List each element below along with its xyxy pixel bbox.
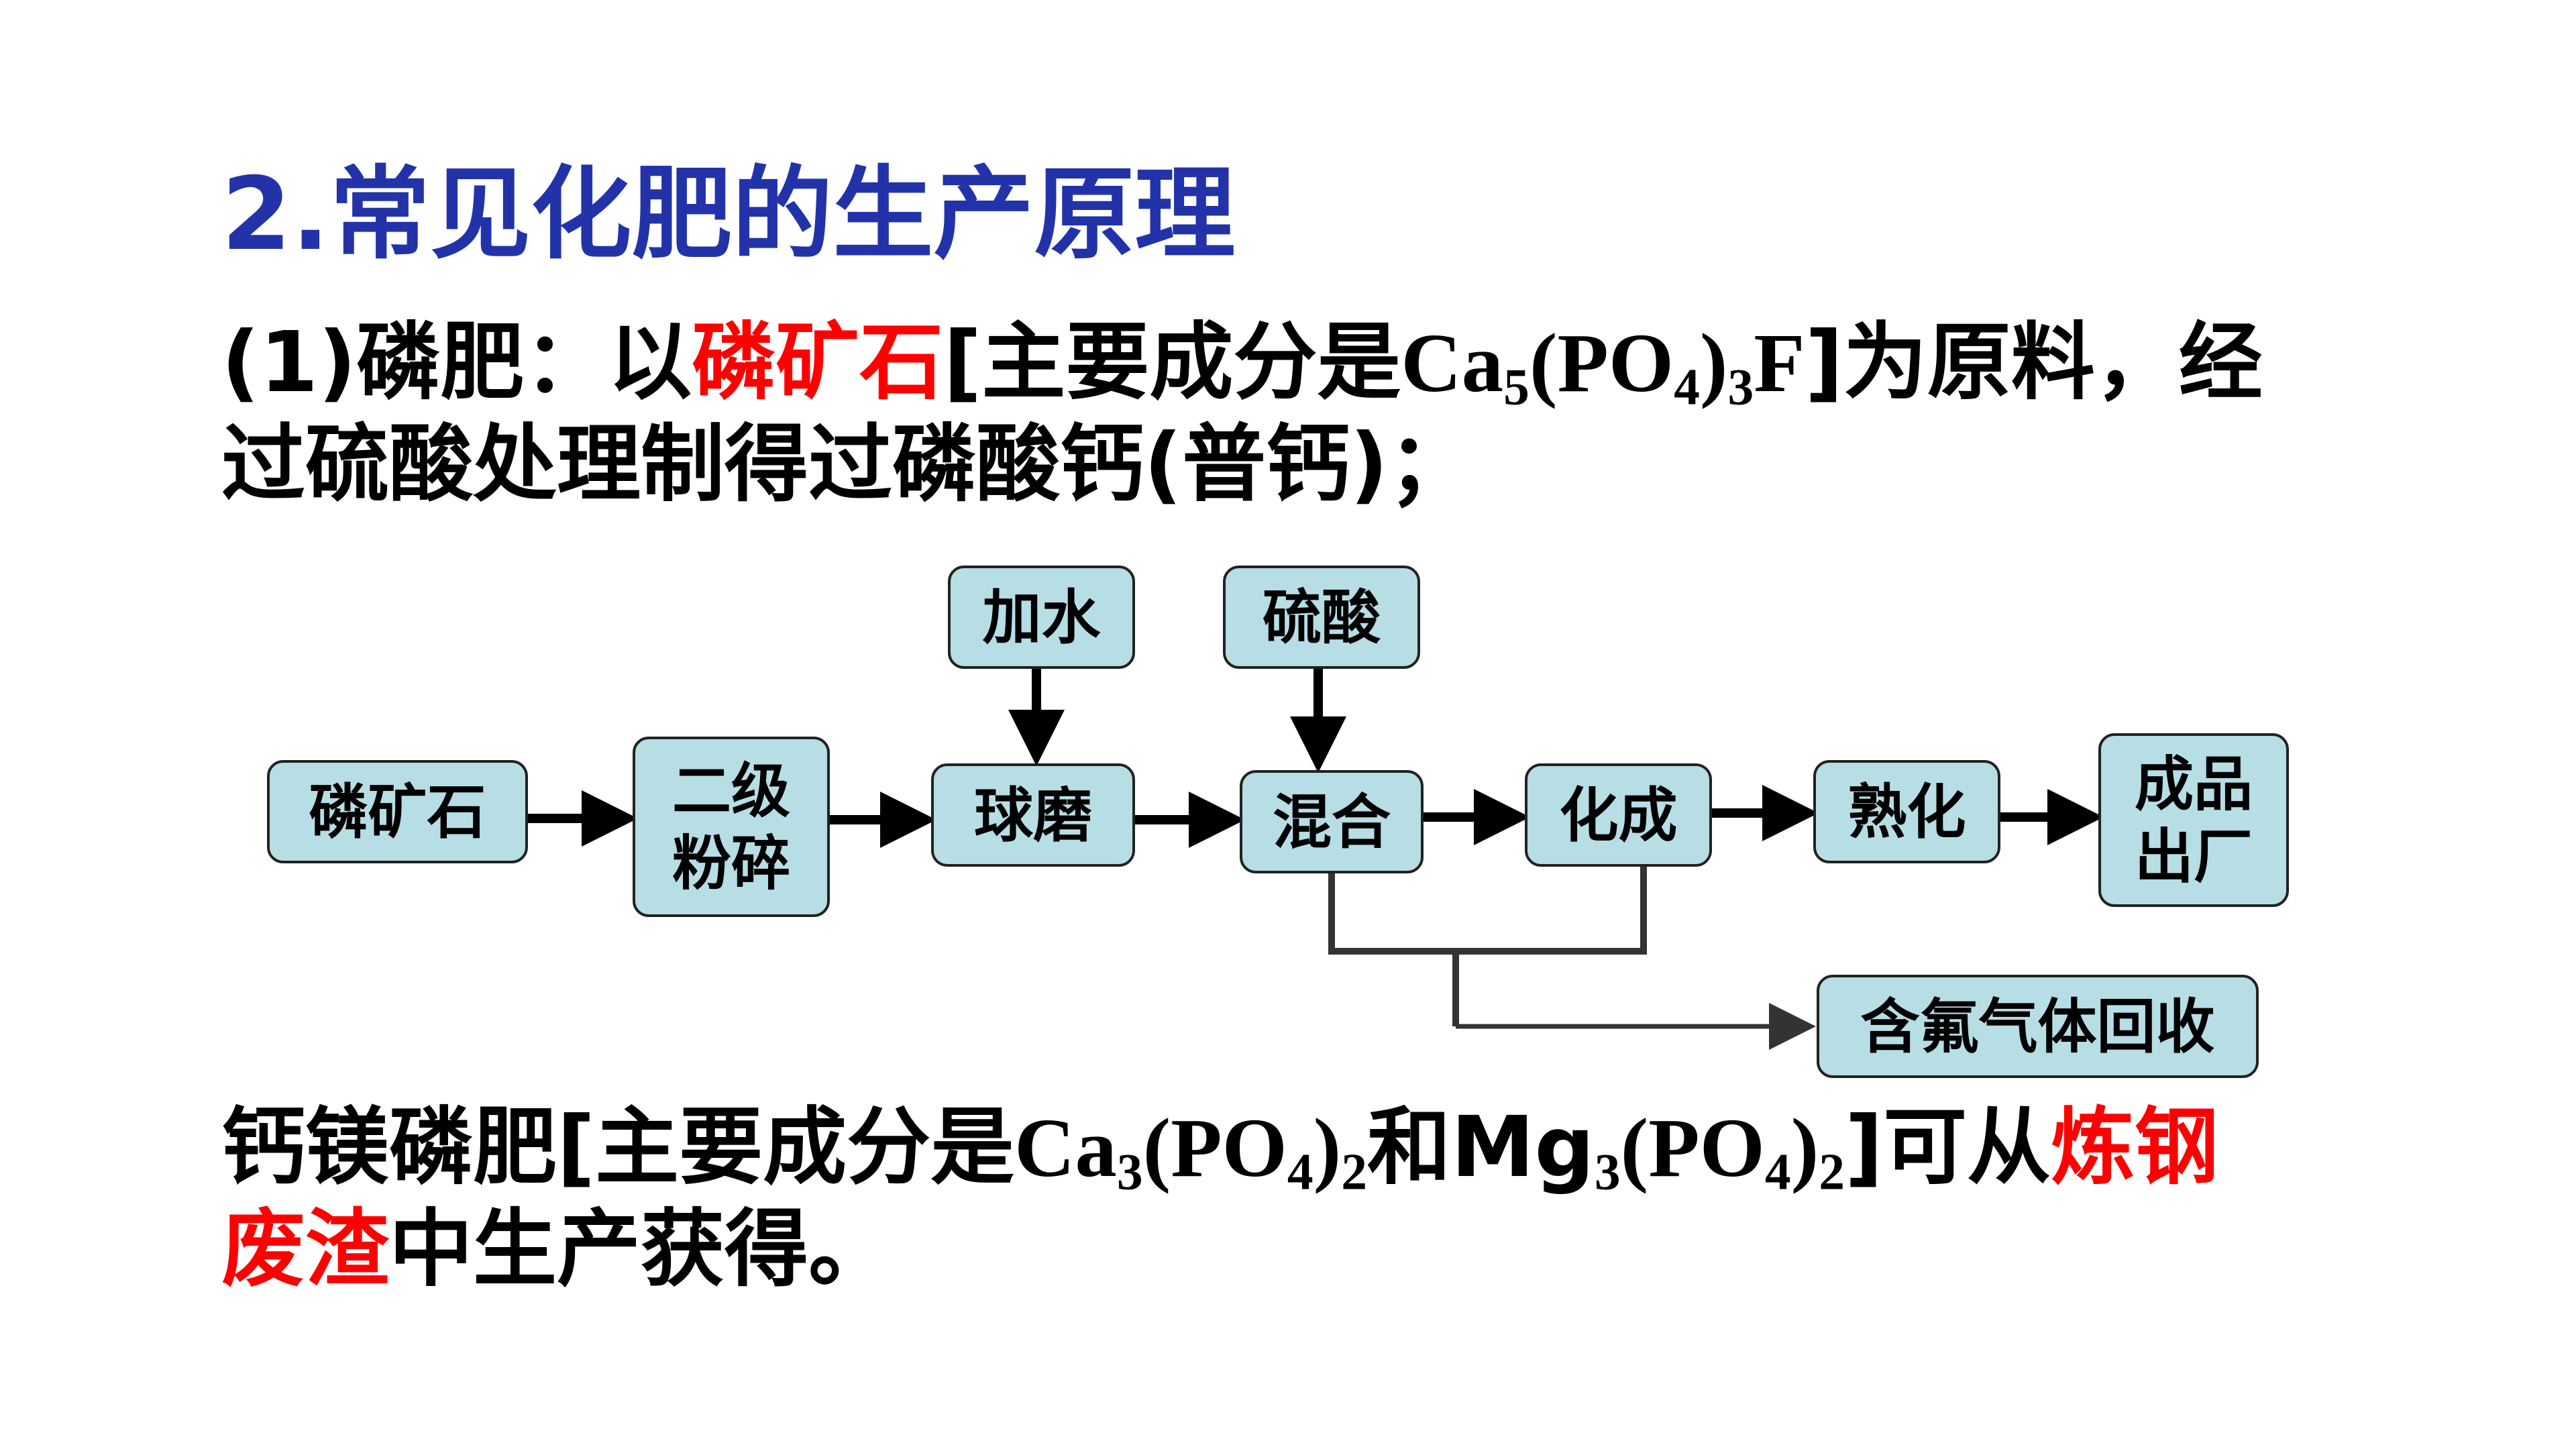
- formula-po: (PO: [1620, 1102, 1765, 1195]
- flow-node-label: 粉碎: [672, 829, 790, 898]
- flow-node-label: 出厂: [2135, 822, 2253, 892]
- phosphate-paragraph-line2: 过硫酸处理制得过磷酸钙(普钙)；: [221, 416, 1472, 513]
- formula-f: F: [1754, 317, 1805, 410]
- flow-node-box: [633, 737, 830, 917]
- highlight-slag: 废渣: [221, 1201, 389, 1298]
- flow-node-label: 成品: [2135, 750, 2253, 819]
- text-and: 和: [1367, 1099, 1452, 1196]
- flow-node-box: [1817, 975, 2259, 1078]
- calcium-magnesium-paragraph-line2: 废渣中生产获得。: [221, 1199, 892, 1301]
- flow-node-gas: 含氟气体回收: [1817, 975, 2259, 1078]
- flow-node-box: [1223, 566, 1420, 669]
- formula-sub: 2: [1341, 1142, 1368, 1201]
- formula-mg: Mg: [1451, 1099, 1595, 1196]
- text-prefix: (1)磷肥：以: [221, 314, 692, 411]
- flow-node-box: [1240, 770, 1424, 873]
- text-prefix: 钙镁磷肥[主要成分是: [221, 1099, 1015, 1196]
- formula-paren: ): [1313, 1102, 1342, 1195]
- flow-node-mix: 混合: [1240, 770, 1424, 873]
- formula-sub: 3: [1727, 358, 1754, 416]
- flow-node-label: 球磨: [974, 781, 1092, 850]
- formula-sub: 3: [1116, 1142, 1143, 1201]
- flow-node-label: 加水: [982, 583, 1101, 652]
- highlight-phosphate-rock: 磷矿石: [692, 314, 944, 411]
- flow-node-mill: 球磨: [931, 763, 1135, 867]
- formula-ca: Ca: [1401, 317, 1504, 410]
- formula-ca: Ca: [1014, 1102, 1117, 1195]
- flow-node-box: [1525, 763, 1712, 867]
- flow-node-label: 化成: [1559, 781, 1677, 850]
- calcium-magnesium-paragraph-line1: 钙镁磷肥[主要成分是Ca3(PO4)2和Mg3(PO4)2]可从炼钢: [221, 1097, 2218, 1222]
- text-suffix: ]为原料，经: [1805, 314, 2263, 411]
- page-title: 2.常见化肥的生产原理: [221, 156, 1236, 273]
- text-bracket: [主要成分是: [943, 314, 1401, 411]
- flow-node-box: [931, 763, 1135, 867]
- flow-node-box: [1813, 760, 2000, 863]
- formula-paren: ): [1790, 1102, 1819, 1195]
- formula-po: (PO: [1142, 1102, 1287, 1195]
- text-suffix: 中生产获得。: [389, 1201, 892, 1298]
- formula-sub: 4: [1764, 1142, 1791, 1201]
- flow-node-label: 二级: [672, 757, 790, 826]
- flow-node-react: 化成: [1525, 763, 1712, 867]
- flow-node-label: 磷矿石: [309, 777, 486, 847]
- formula-sub: 5: [1503, 358, 1529, 416]
- flow-node-acid: 硫酸: [1223, 566, 1420, 669]
- flow-node-label: 硫酸: [1263, 583, 1381, 652]
- highlight-steel: 炼钢: [2051, 1099, 2219, 1196]
- flow-node-label: 熟化: [1847, 777, 1966, 847]
- flow-node-box: [2098, 733, 2289, 907]
- flow-node-box: [267, 760, 528, 863]
- phosphate-paragraph-line1: (1)磷肥：以磷矿石[主要成分是Ca5(PO4)3F]为原料，经: [221, 312, 2263, 437]
- text-mid: ]可从: [1845, 1099, 2051, 1196]
- flow-node-label: 混合: [1273, 788, 1391, 857]
- flow-node-box: [948, 566, 1135, 669]
- formula-paren: ): [1699, 317, 1728, 410]
- formula-sub: 4: [1674, 358, 1700, 416]
- formula-sub: 2: [1819, 1142, 1845, 1201]
- flow-node-label: 含氟气体回收: [1860, 992, 2214, 1061]
- formula-po: (PO: [1529, 317, 1674, 410]
- flow-node-cure: 熟化: [1813, 760, 2000, 863]
- flow-node-ore: 磷矿石: [267, 760, 528, 863]
- formula-sub: 4: [1287, 1142, 1313, 1201]
- flow-node-water: 加水: [948, 566, 1135, 669]
- formula-sub: 3: [1594, 1142, 1621, 1201]
